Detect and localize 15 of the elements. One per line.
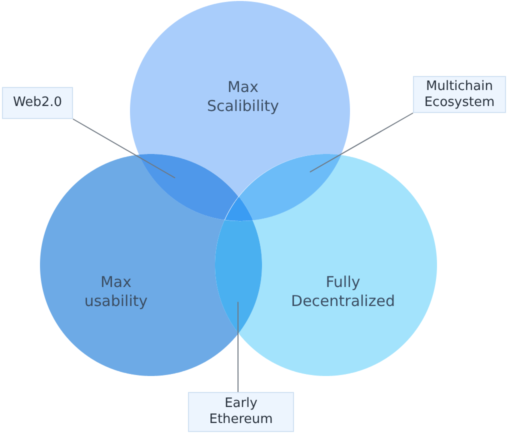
callout-box <box>2 87 73 119</box>
circle-label: Max usability <box>83 273 149 311</box>
overlap-region <box>238 154 341 220</box>
callout-box <box>413 76 506 113</box>
callout-box <box>188 392 294 432</box>
leader-line <box>309 112 414 173</box>
leader-line <box>237 301 239 392</box>
overlap-region <box>139 154 238 220</box>
circle-label: Fully Decentralized <box>290 273 396 311</box>
callout-label: Multichain Ecosystem <box>423 78 496 110</box>
callout-label: Early Ethereum <box>208 396 274 428</box>
callout-label: Web2.0 <box>12 95 62 111</box>
overlap-region <box>215 220 262 333</box>
leader-line <box>72 118 176 178</box>
circle-label: Max Scalibility <box>206 78 280 116</box>
